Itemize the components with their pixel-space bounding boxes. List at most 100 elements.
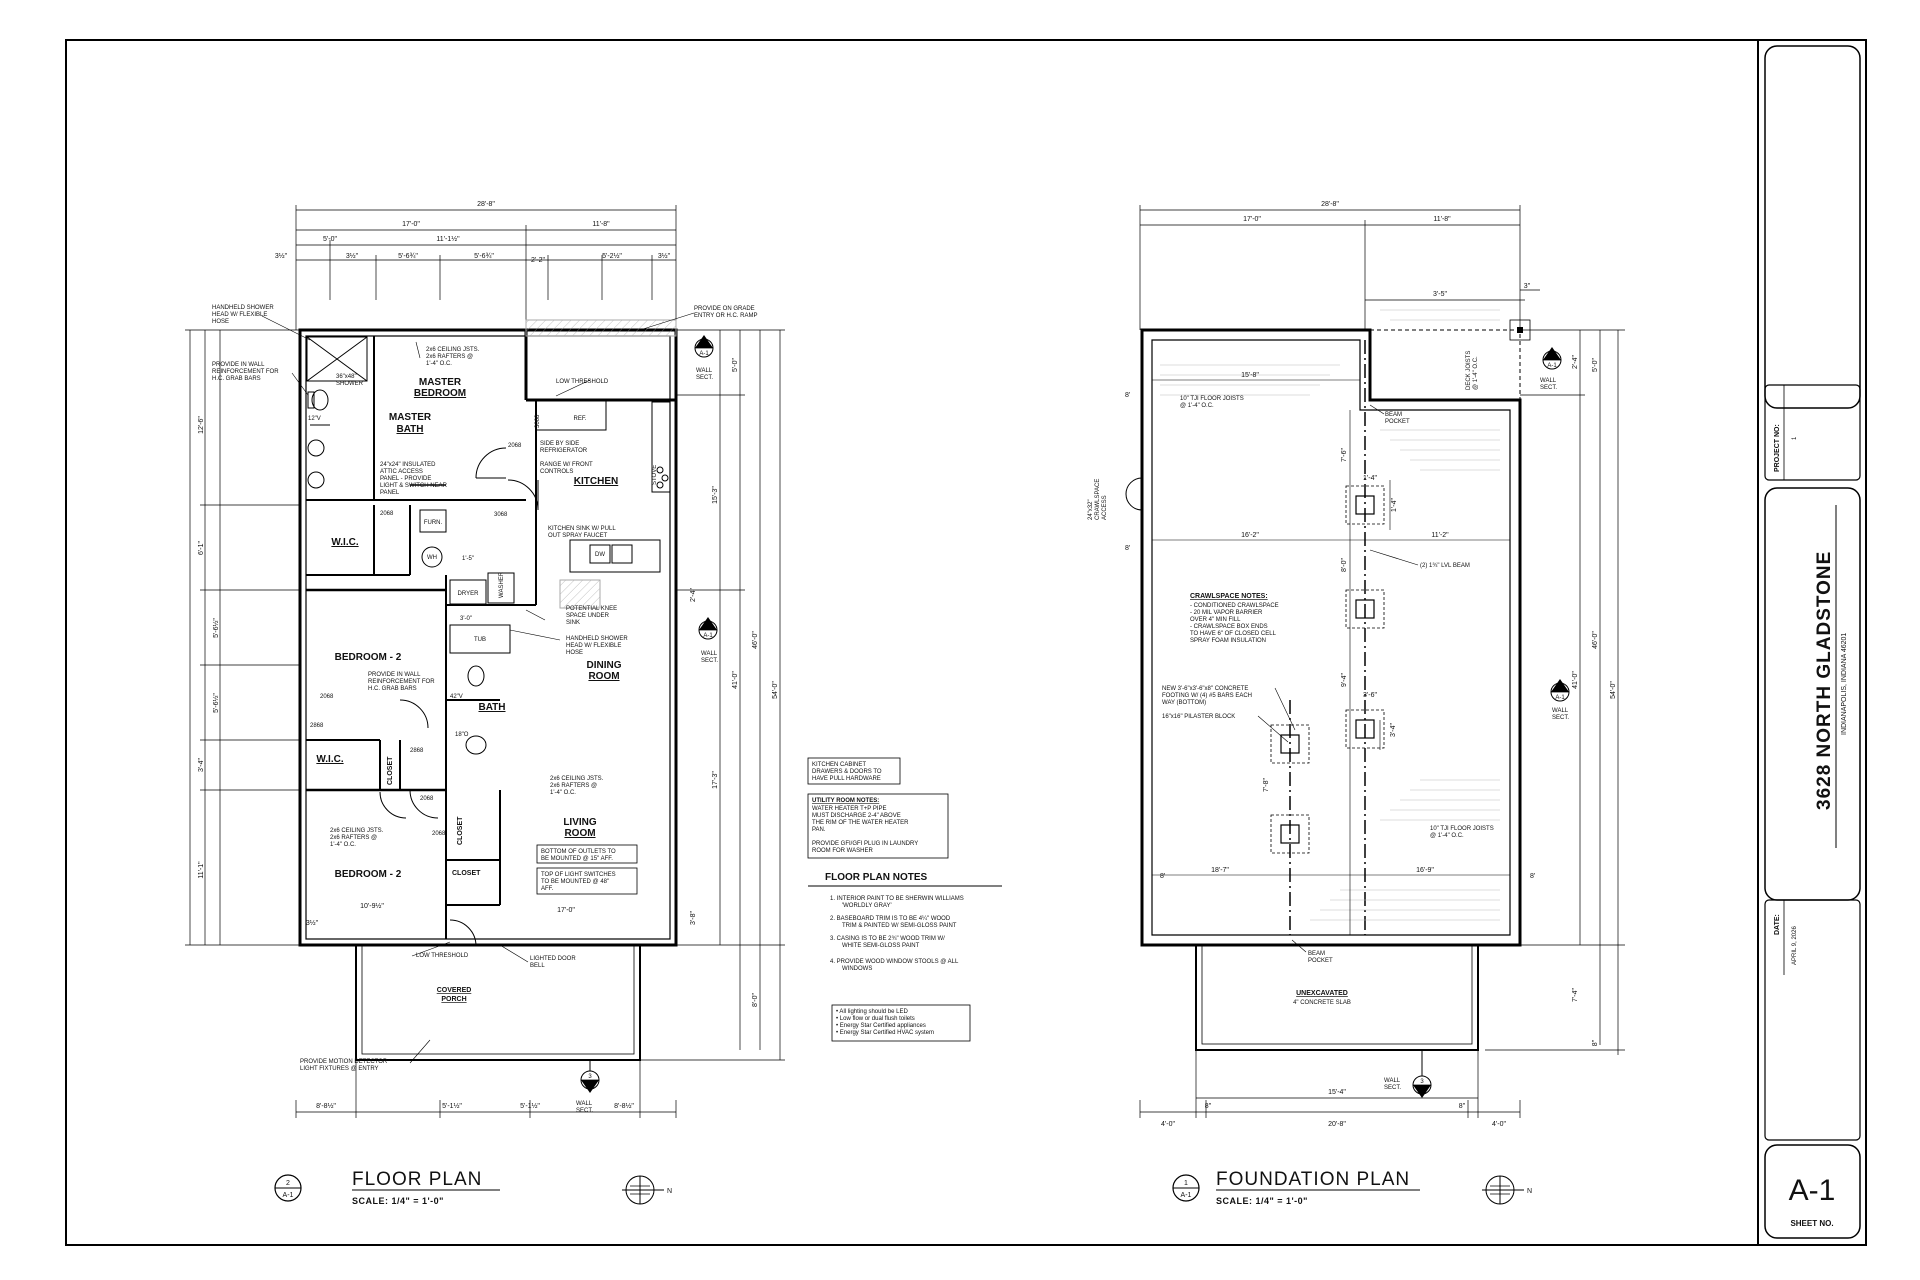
- door-tag-1: 3068: [535, 414, 541, 428]
- room-master-bedroom-1: MASTER: [419, 377, 462, 388]
- fp-dim-left-e: 3'-4": [198, 758, 205, 772]
- fd-dim-bottom-f: 15'-4": [1328, 1089, 1346, 1096]
- svg-text:SECT.: SECT.: [701, 658, 718, 664]
- fp-note-4a: 4. PROVIDE WOOD WINDOW STOOLS @ ALL: [830, 959, 959, 965]
- fp-dim-top-mid: 11'-1½": [436, 235, 460, 243]
- utility-body-1: WATER HEATER T+P PIPE: [812, 806, 887, 812]
- room-porch-2: PORCH: [441, 996, 466, 1003]
- room-wic-1: W.I.C.: [331, 537, 358, 548]
- unexcavated-sub: 4" CONCRETE SLAB: [1293, 1000, 1351, 1006]
- fp-dim-bottom-a: 8'-8½": [316, 1102, 336, 1110]
- callout-switches-1: TOP OF LIGHT SWITCHES: [541, 872, 616, 878]
- fp-dim-bottom-e: 3½": [306, 919, 319, 927]
- label-furn: FURN.: [424, 520, 443, 526]
- fd-dim-top-b: 3": [1524, 283, 1531, 290]
- room-dining-1: DINING: [587, 660, 622, 671]
- callout-sink-2: OUT SPRAY FAUCET: [548, 533, 608, 539]
- fp-dim-left-c: 5'-6½": [212, 618, 220, 638]
- callout-motion-1: PROVIDE MOTION DETECTOR: [300, 1059, 388, 1065]
- callout-attic-3: PANEL - PROVIDE: [380, 476, 431, 482]
- fd-callout-pilaster: 16"x16" PILASTER BLOCK: [1162, 714, 1235, 720]
- callout-switches-2: TO BE MOUNTED @ 48": [541, 879, 609, 885]
- fd-dim-int-l: 1'-4": [1363, 475, 1377, 482]
- fd-callout-joists-1a: 10" TJI FLOOR JOISTS: [1180, 396, 1244, 402]
- room-closet-3: CLOSET: [452, 870, 481, 877]
- fp-walls: [298, 328, 678, 947]
- fd-callout-deck-joists-2: @ 1'-4" O.C.: [1473, 356, 1479, 390]
- crawl-note-4: - CRAWLSPACE BOX ENDS: [1190, 624, 1268, 630]
- fp-dim-left-a: 12'-6": [198, 416, 205, 434]
- room-living-1: LIVING: [563, 817, 597, 828]
- door-tag-6: 2868: [410, 748, 424, 754]
- sheet-number-label: SHEET NO.: [1790, 1219, 1833, 1228]
- callout-shower-head-2: HEAD W/ FLEXIBLE: [212, 312, 267, 318]
- sheet-border: [65, 39, 1867, 1246]
- room-bedroom-2a: BEDROOM - 2: [335, 652, 402, 663]
- svg-text:WALL: WALL: [1552, 708, 1569, 714]
- callout-grab2-2: REINFORCEMENT FOR: [368, 679, 435, 685]
- fd-dim-bottom-d: 8": [1459, 1103, 1466, 1110]
- svg-text:3: 3: [1420, 1079, 1424, 1085]
- callout-range-2: CONTROLS: [540, 469, 573, 475]
- project-address: 3628 NORTH GLADSTONE: [1814, 551, 1835, 810]
- project-no-value: 1: [1792, 436, 1798, 440]
- fd-callout-beam-pocket-2b: POCKET: [1308, 958, 1333, 964]
- label-stove: STOVE: [652, 465, 658, 485]
- callout-knee-3: SINK: [566, 620, 580, 626]
- project-city: INDIANAPOLIS, INDIANA 46201: [1841, 633, 1848, 735]
- fd-dim-right-e: 54'-0": [1610, 681, 1617, 699]
- callout-fridge-2: REFRIGERATOR: [540, 448, 588, 454]
- label-dw: DW: [595, 552, 605, 558]
- fd-dim-bottom-b: 8": [1205, 1103, 1212, 1110]
- callout-range-1: RANGE W/ FRONT: [540, 462, 593, 468]
- crawl-note-6: SPRAY FOAM INSULATION: [1190, 638, 1266, 644]
- room-living-2: ROOM: [564, 828, 595, 839]
- fp-callouts: HANDHELD SHOWER HEAD W/ FLEXIBLE HOSE PR…: [212, 305, 757, 1072]
- fd-dim-int-j: 3'-4": [1390, 723, 1397, 737]
- callout-ceiling-1a: 2x6 CEILING JSTS.: [426, 347, 480, 353]
- svg-text:A-1: A-1: [703, 633, 713, 639]
- fp-dim-bottom-d: 8'-8½": [614, 1102, 634, 1110]
- fd-callout-joists-2a: 10" TJI FLOOR JOISTS: [1430, 826, 1494, 832]
- room-wic-2: W.I.C.: [316, 754, 343, 765]
- fd-dim-int-c: 11'-2": [1431, 532, 1449, 539]
- fp-wall-section-1: A-1 WALL SECT.: [694, 335, 714, 381]
- project-no-label: PROJECT NO:: [1774, 424, 1781, 472]
- callout-shower-head2-3: HOSE: [566, 650, 583, 656]
- callout-shower-head2-2: HEAD W/ FLEXIBLE: [566, 643, 621, 649]
- fp-title: FLOOR PLAN: [352, 1169, 482, 1190]
- callout-shower-size-1: 36"x48": [336, 374, 357, 380]
- fp-dim-bottom-b: 5'-1½": [442, 1102, 462, 1110]
- fp-scale: SCALE: 1/4" = 1'-0": [352, 1196, 444, 1206]
- label-tub: TUB: [474, 637, 486, 643]
- callout-low-threshold-1: LOW THRESHOLD: [556, 379, 609, 385]
- callout-shower-size-2: SHOWER: [336, 381, 364, 387]
- fd-dim-top-a: 3'-5": [1433, 291, 1447, 298]
- fp-dim-top-f: 3½": [275, 252, 288, 260]
- door-tag-5: 2868: [310, 723, 324, 729]
- room-closet-1: CLOSET: [387, 756, 394, 785]
- svg-text:A-1: A-1: [1555, 695, 1565, 701]
- fd-dim-bottom-e: 4'-0": [1492, 1121, 1506, 1128]
- callout-motion-2: LIGHT FIXTURES @ ENTRY: [300, 1066, 379, 1072]
- door-tag-3: 3068: [494, 512, 508, 518]
- fp-dim-right-d: 41'-0": [732, 671, 739, 689]
- room-porch-1: COVERED: [437, 987, 472, 994]
- callout-outlets-2: BE MOUNTED @ 15" AFF.: [541, 856, 613, 862]
- cabinet-note-2: DRAWERS & DOORS TO: [812, 769, 882, 775]
- fd-dim-right-d: 41'-0": [1572, 671, 1579, 689]
- fp-title-bubble: 2 A-1: [274, 1174, 302, 1202]
- fd-callout-crawl-access-2: CRAWLSPACE: [1095, 479, 1101, 520]
- fd-dim-left-c: 8': [1160, 873, 1165, 880]
- fd-callout-footing-1: NEW 3'-6"x3'-6"x8" CONCRETE: [1162, 686, 1248, 692]
- door-tag-4: 2068: [380, 511, 394, 517]
- fp-dim-top-left: 17'-0": [402, 221, 420, 228]
- fp-dim-bottom-f: 10'-9½": [360, 902, 384, 910]
- fd-callout-beam-pocket-1b: POCKET: [1385, 419, 1410, 425]
- fd-dim-int-i: 9'-4": [1341, 673, 1348, 687]
- svg-text:1: 1: [1184, 1180, 1188, 1187]
- label-wh: WH: [427, 555, 437, 561]
- callout-dim-18: 18"O: [455, 732, 469, 738]
- fp-dim-top-overall: 28'-8": [477, 201, 495, 208]
- label-dryer: DRYER: [458, 591, 480, 597]
